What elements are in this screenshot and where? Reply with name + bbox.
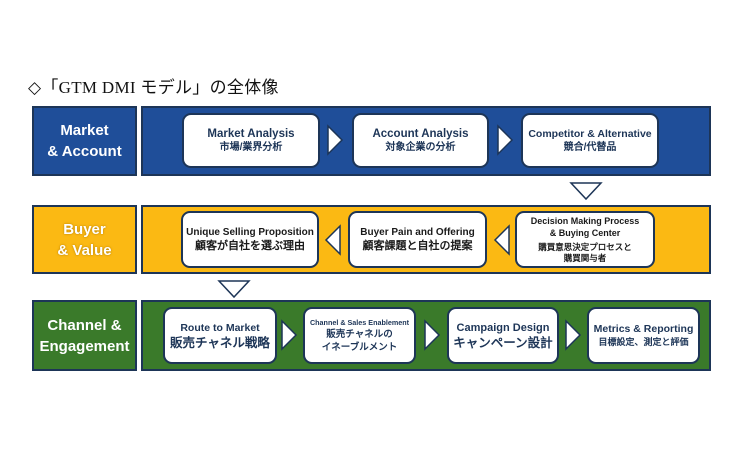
step-title-jp: 市場/業界分析 bbox=[219, 142, 283, 153]
step-title-jp: 購買意思決定プロセスと bbox=[538, 242, 632, 252]
step-competitor-alternative: Competitor & Alternative 競合/代替品 bbox=[521, 113, 659, 168]
row-label-line2: & Value bbox=[57, 241, 112, 259]
step-title-en: Decision Making Process bbox=[530, 216, 640, 226]
page-title: ◇「GTM DMI モデル」の全体像 bbox=[28, 78, 279, 97]
step-title-jp: 目標設定、測定と評価 bbox=[598, 337, 689, 347]
step-account-analysis: Account Analysis 対象企業の分析 bbox=[352, 113, 489, 168]
step-title-en: Route to Market bbox=[180, 321, 260, 334]
step-route-to-market: Route to Market 販売チャネル戦略 bbox=[163, 307, 277, 364]
step-unique-selling-proposition: Unique Selling Proposition 顧客が自社を選ぶ理由 bbox=[181, 211, 319, 268]
step-title-jp: 販売チャネル戦略 bbox=[170, 335, 270, 350]
row-label-channel-engagement: Channel & Engagement bbox=[32, 300, 137, 371]
step-campaign-design: Campaign Design キャンペーン設計 bbox=[447, 307, 559, 364]
step-title-jp: 販売チャネルの bbox=[326, 329, 393, 340]
step-title-en: Channel & Sales Enablement bbox=[309, 318, 410, 327]
step-title-en: Account Analysis bbox=[372, 128, 469, 140]
row-label-line1: Buyer bbox=[63, 220, 106, 238]
row-label-line1: Market bbox=[60, 122, 109, 139]
step-title-en: Market Analysis bbox=[207, 128, 295, 140]
step-title-jp: 競合/代替品 bbox=[563, 142, 617, 153]
step-title-jp-line2: イネーブルメント bbox=[321, 342, 398, 353]
step-market-analysis: Market Analysis 市場/業界分析 bbox=[182, 113, 320, 168]
step-title-jp-line2: 購買関与者 bbox=[563, 253, 607, 263]
step-title-en: Metrics & Reporting bbox=[593, 323, 694, 335]
step-title-jp: キャンペーン設計 bbox=[453, 335, 553, 350]
row-label-line2: & Account bbox=[47, 143, 122, 160]
step-channel-sales-enablement: Channel & Sales Enablement 販売チャネルの イネーブル… bbox=[303, 307, 416, 364]
step-title-jp: 顧客が自社を選ぶ理由 bbox=[195, 240, 305, 252]
step-title-en: Campaign Design bbox=[456, 321, 550, 334]
step-metrics-reporting: Metrics & Reporting 目標設定、測定と評価 bbox=[587, 307, 700, 364]
step-title-en: Unique Selling Proposition bbox=[186, 227, 314, 238]
step-decision-making-process: Decision Making Process & Buying Center … bbox=[515, 211, 655, 268]
step-title-en-line2: & Buying Center bbox=[549, 228, 621, 238]
row-label-line1: Channel & bbox=[47, 316, 122, 334]
step-title-en: Buyer Pain and Offering bbox=[360, 227, 475, 238]
row-label-line2: Engagement bbox=[39, 337, 130, 355]
step-title-en: Competitor & Alternative bbox=[528, 128, 652, 140]
row-label-buyer-value: Buyer & Value bbox=[32, 205, 137, 274]
step-title-jp: 顧客課題と自社の提案 bbox=[362, 240, 473, 252]
row-label-market-account: Market & Account bbox=[32, 106, 137, 176]
step-buyer-pain-offering: Buyer Pain and Offering 顧客課題と自社の提案 bbox=[348, 211, 487, 268]
step-title-jp: 対象企業の分析 bbox=[385, 142, 456, 153]
